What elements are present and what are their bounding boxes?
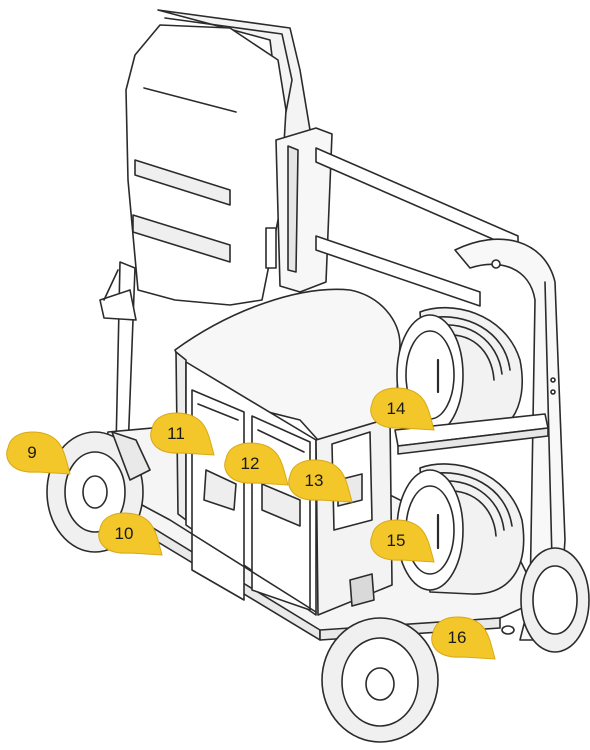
callout-12: 12: [224, 442, 289, 486]
callout-9: 9: [6, 431, 71, 475]
callout-bubble: [431, 616, 496, 660]
cart-line-drawing: [46, 9, 590, 743]
callout-15: 15: [370, 519, 435, 563]
rear-left-wheel: [111, 431, 151, 481]
callout-11: 11: [150, 412, 215, 456]
callout-number: 9: [27, 443, 36, 462]
callout-bubble: [370, 519, 435, 563]
upper-hose-reel: [396, 306, 523, 439]
callout-bubble: [224, 442, 289, 486]
callout-16: 16: [431, 616, 496, 660]
right-reel-bracket: [454, 238, 566, 641]
callout-bubble: [288, 459, 353, 503]
reel-shelf: [394, 413, 549, 455]
callout-markers: 9 10 11 12 13 14 15 16: [6, 387, 496, 660]
front-rails: [141, 504, 375, 613]
callout-bubble: [6, 431, 71, 475]
callout-number: 13: [305, 471, 324, 490]
callout-10: 10: [98, 512, 163, 556]
left-handle-frame: [99, 261, 137, 451]
callout-bubble: [370, 387, 435, 431]
callout-number: 11: [167, 424, 185, 443]
callout-number: 12: [241, 454, 260, 473]
callout-13: 13: [288, 459, 353, 503]
callout-number: 16: [448, 628, 467, 647]
lower-hose-reel: [396, 463, 525, 595]
front-right-wheel: [321, 617, 439, 743]
upper-rails: [315, 147, 519, 307]
callout-number: 10: [115, 524, 134, 543]
callout-bubble: [98, 512, 163, 556]
callout-number: 14: [387, 399, 406, 418]
tow-ring: [501, 625, 515, 635]
callout-number: 15: [387, 531, 406, 550]
main-cabinet: [174, 288, 401, 616]
callout-bubble: [150, 412, 215, 456]
upright-cushion-tank: [125, 24, 287, 306]
rear-right-wheel: [520, 547, 590, 653]
callout-14: 14: [370, 387, 435, 431]
